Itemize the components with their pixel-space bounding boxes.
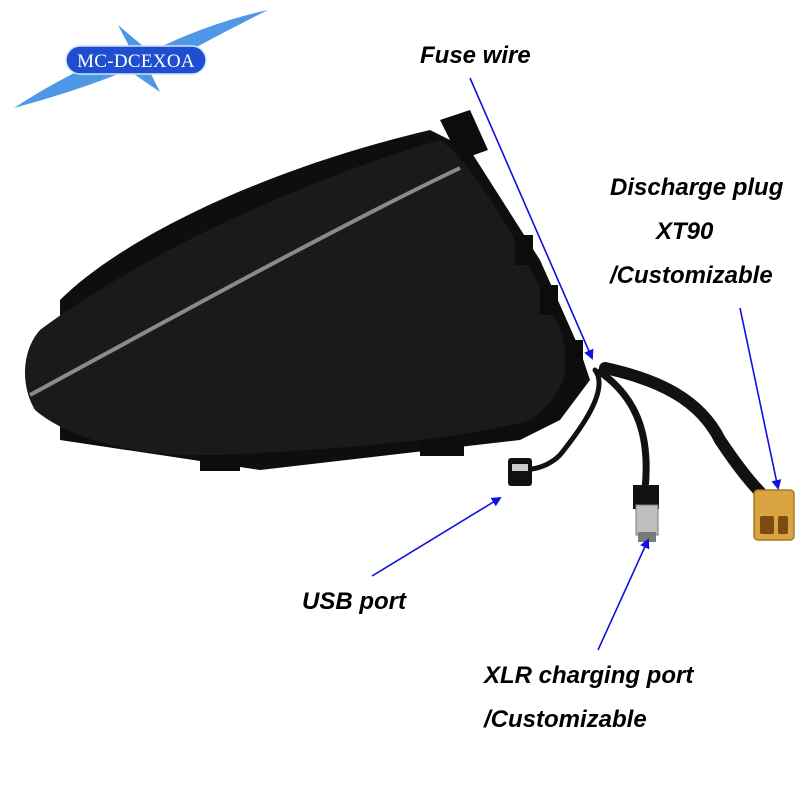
bottom-strap-left xyxy=(200,455,240,471)
top-strap xyxy=(440,110,488,160)
fuse-wire-arrow xyxy=(469,77,594,360)
brand-badge xyxy=(65,45,207,75)
xlr-metal-body xyxy=(635,504,659,536)
usb-housing xyxy=(508,458,532,486)
brand-logo: MC-DCEXOA xyxy=(14,10,268,108)
xt90-label: XT90 xyxy=(656,218,714,245)
side-strap-3 xyxy=(565,340,583,370)
fuse-wire-label: Fuse wire xyxy=(420,42,531,69)
bag-front-face xyxy=(24,140,566,456)
reflective-stripe xyxy=(29,166,461,397)
discharge-plug-arrow xyxy=(739,307,782,490)
brand-text: MC-DCEXOA xyxy=(77,51,195,72)
xlr-cable xyxy=(596,368,650,494)
xlr-tip xyxy=(638,532,656,542)
xt90-pin-right xyxy=(778,516,788,534)
usb-port-label: USB port xyxy=(302,588,406,615)
usb-connector xyxy=(508,458,532,486)
discharge-plug-label: Discharge plug xyxy=(610,174,784,201)
usb-port-arrow xyxy=(371,496,502,577)
side-strap-1 xyxy=(515,235,533,265)
bottom-strap-right xyxy=(420,440,464,456)
annotation-arrows xyxy=(371,77,782,651)
xlr-port-label: XLR charging port xyxy=(484,662,694,689)
xlr-connector xyxy=(633,485,659,542)
xt90-connector xyxy=(753,489,795,541)
discharge-customizable-label: /Customizable xyxy=(610,262,773,289)
xt90-housing xyxy=(753,489,795,541)
usb-socket xyxy=(512,464,528,471)
xlr-port-arrow xyxy=(597,538,650,651)
xt90-pin-left xyxy=(760,516,774,534)
xlr-customizable-label: /Customizable xyxy=(484,706,647,733)
discharge-cable xyxy=(599,362,781,511)
battery-bag xyxy=(24,110,590,471)
side-strap-2 xyxy=(540,285,558,315)
